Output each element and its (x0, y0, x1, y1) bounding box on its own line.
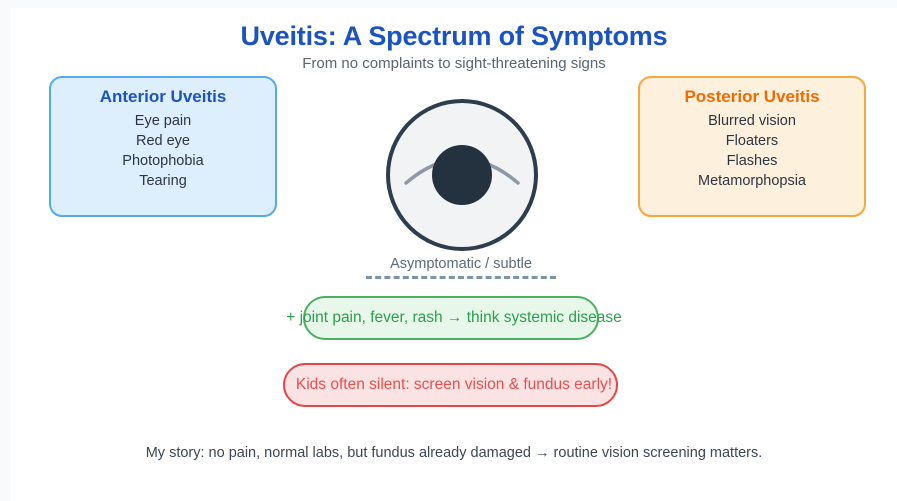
list-item: Metamorphopsia (698, 173, 806, 189)
panel-posterior-symptom-list: Blurred vision Floaters Flashes Metamorp… (640, 111, 864, 191)
callout-systemic-pill (303, 296, 599, 340)
page-title: Uveitis: A Spectrum of Symptoms (240, 21, 668, 51)
list-item: Photophobia (122, 153, 204, 169)
panel-posterior-heading: Posterior Uveitis (684, 87, 820, 106)
panel-anterior-uveitis: Anterior Uveitis Eye pain Red eye Photop… (49, 76, 277, 217)
panel-posterior-uveitis: Posterior Uveitis Blurred vision Floater… (638, 76, 866, 217)
infographic-card: Uveitis: A Spectrum of Symptoms From no … (11, 8, 897, 501)
footer-note: My story: no pain, normal labs, but fund… (145, 445, 763, 461)
page-subtitle: From no complaints to sight-threatening … (302, 55, 606, 72)
callout-systemic-label: + joint pain, fever, rash → think system… (286, 309, 622, 326)
callout-kids-pill (283, 363, 618, 407)
list-item: Eye pain (134, 113, 192, 129)
list-item: Tearing (139, 173, 187, 189)
panel-anterior-symptom-list: Eye pain Red eye Photophobia Tearing (51, 111, 275, 191)
callout-kids-label: Kids often silent: screen vision & fundu… (295, 376, 613, 393)
list-item: Flashes (726, 153, 778, 169)
dashed-divider (366, 276, 556, 279)
eye-icon (384, 97, 540, 253)
eye-caption: Asymptomatic / subtle (390, 256, 532, 272)
list-item: Blurred vision (708, 113, 796, 129)
list-item: Floaters (725, 133, 779, 149)
panel-anterior-heading: Anterior Uveitis (99, 87, 227, 106)
callout-systemic: + joint pain, fever, rash → think system… (11, 296, 897, 340)
callout-kids: Kids often silent: screen vision & fundu… (11, 363, 897, 407)
list-item: Red eye (135, 133, 190, 149)
